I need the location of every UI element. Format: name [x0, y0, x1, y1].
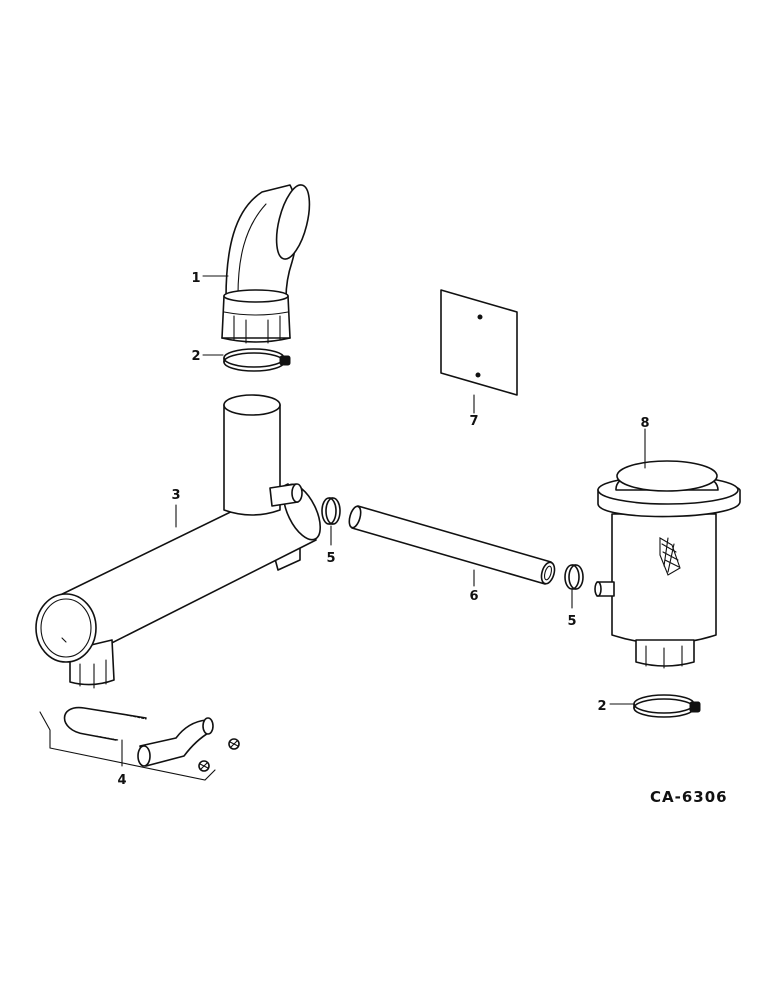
callout-8: 8: [640, 416, 649, 431]
breather-tube: [348, 505, 556, 585]
mounting-plate: [440, 289, 518, 396]
air-cleaner: [594, 460, 741, 669]
callout-6: 6: [469, 589, 478, 604]
hose-clamp-small-right: [564, 564, 584, 590]
callout-5-left: 5: [326, 551, 335, 566]
callout-5-right: 5: [567, 614, 576, 629]
callout-3: 3: [171, 488, 180, 503]
muffler: [35, 394, 322, 689]
hose-clamp-small-left: [321, 497, 341, 525]
callout-2-upper: 2: [191, 349, 200, 364]
callout-labels: 1 2 3 4 5 6 5 7 8 2: [117, 271, 649, 788]
callout-2-lower: 2: [597, 699, 606, 714]
exhaust-elbow: [221, 184, 311, 344]
drawing-code: CA-6306: [650, 788, 728, 806]
callout-7: 7: [469, 414, 478, 429]
u-bolt-mounting-kit: [39, 706, 240, 781]
callout-1: 1: [191, 271, 200, 286]
hose-clamp-upper: [223, 348, 291, 372]
leader-lines: [121, 275, 646, 767]
hose-clamp-lower: [633, 694, 701, 718]
callout-4: 4: [117, 773, 126, 788]
